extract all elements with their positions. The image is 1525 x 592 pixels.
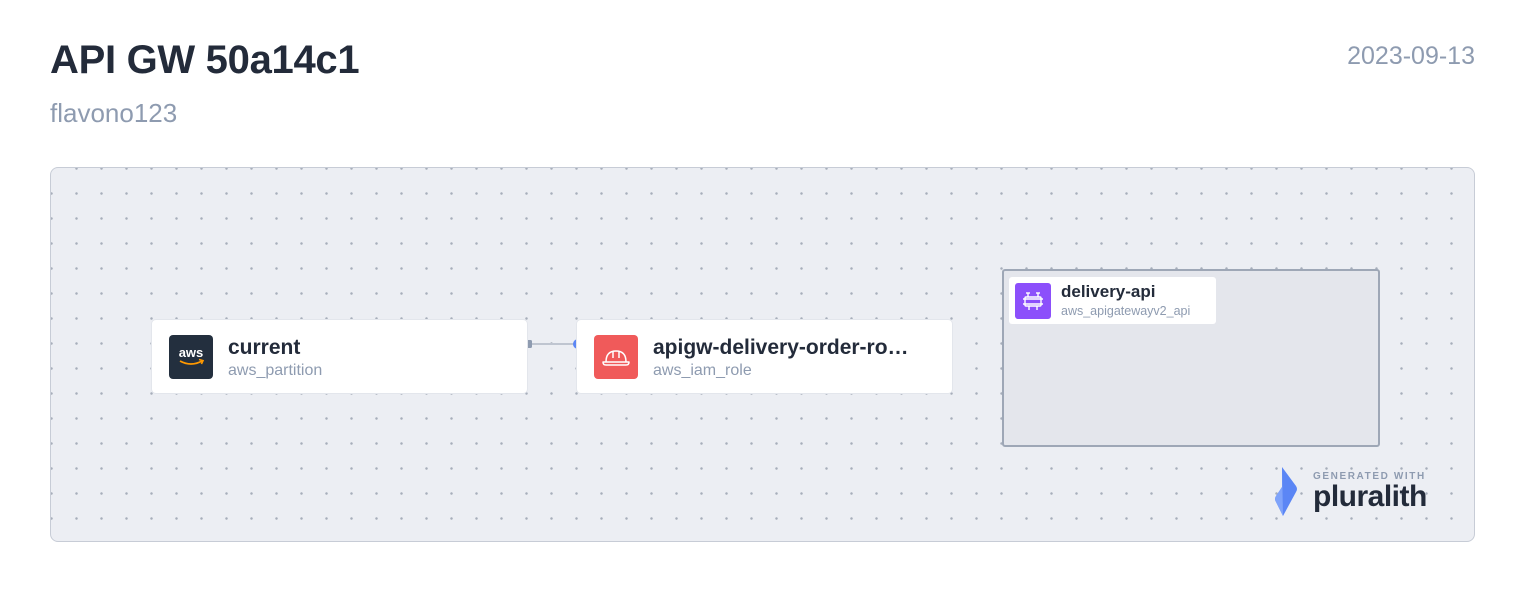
node-name: apigw-delivery-order-ro… [653, 336, 909, 359]
graph-canvas[interactable]: delivery-api aws_apigatewayv2_api aws cu… [50, 167, 1475, 542]
node-type: aws_partition [228, 362, 323, 379]
generated-with-label: GENERATED WITH [1313, 471, 1426, 482]
svg-text:aws: aws [179, 345, 204, 360]
api-gateway-icon [1015, 283, 1051, 319]
aws-logo-icon: aws [169, 335, 213, 379]
page-subtitle: flavono123 [50, 98, 178, 128]
group-label[interactable]: delivery-api aws_apigatewayv2_api [1009, 277, 1216, 324]
pluralith-wordmark: pluralith [1313, 480, 1427, 513]
pluralith-branding: GENERATED WITH pluralith [1273, 466, 1443, 520]
page-title: API GW 50a14c1 [50, 38, 360, 82]
node-name: current [228, 336, 301, 359]
group-type: aws_apigatewayv2_api [1061, 304, 1191, 318]
node-type: aws_iam_role [653, 362, 752, 379]
page-date: 2023-09-13 [1347, 42, 1475, 70]
pluralith-logo-icon [1275, 467, 1297, 516]
group-name: delivery-api [1061, 282, 1156, 301]
hard-hat-icon [594, 335, 638, 379]
node-apigw-role[interactable]: apigw-delivery-order-ro… aws_iam_role [577, 320, 952, 393]
node-current[interactable]: aws current aws_partition [152, 320, 527, 393]
